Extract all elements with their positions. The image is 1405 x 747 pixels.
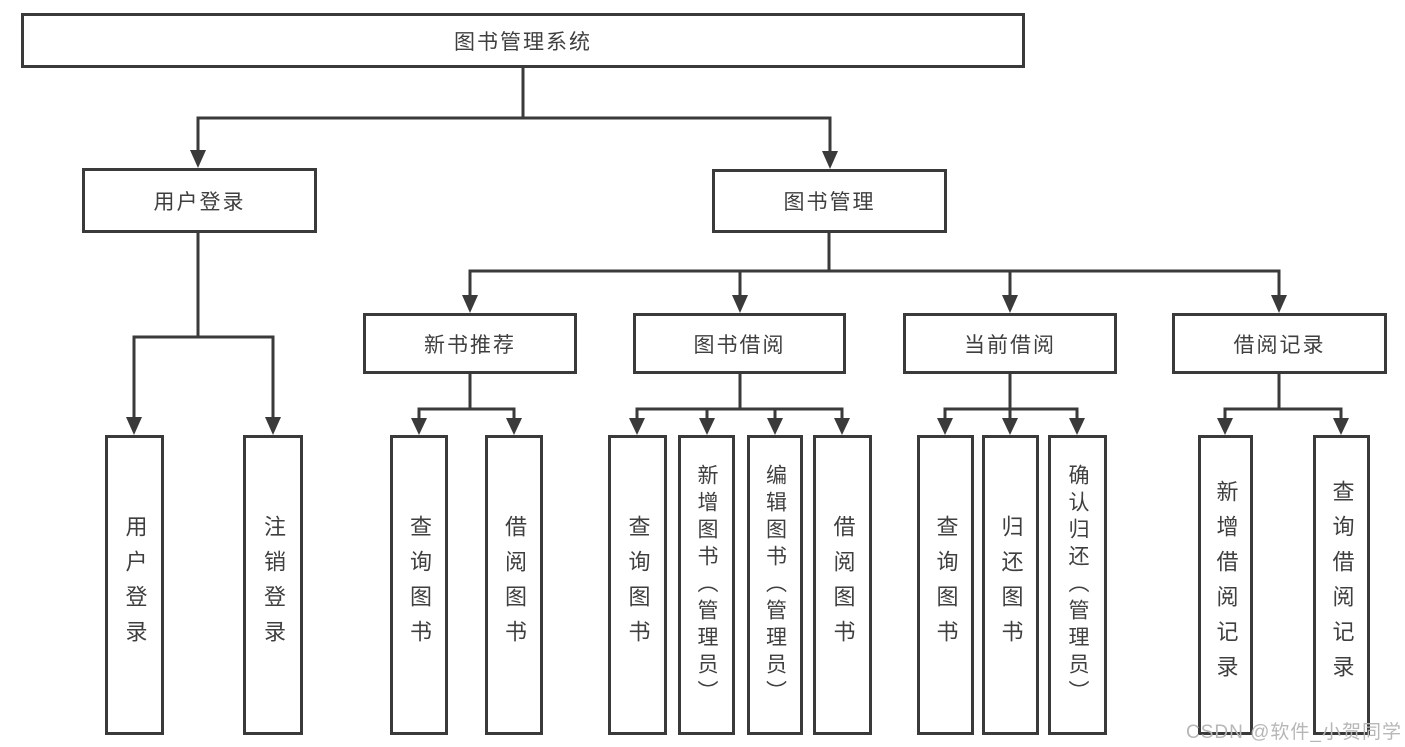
- node-book-management-branch: 图书管理: [712, 169, 947, 233]
- node-label: 注销登录: [261, 515, 286, 655]
- node-leaf-query-books-3: 查询图书: [917, 435, 974, 735]
- node-leaf-query-books-2: 查询图书: [608, 435, 667, 735]
- node-label: 新增借阅记录: [1213, 480, 1239, 690]
- node-leaf-confirm-return-admin: 确认归还（管理员）: [1048, 435, 1107, 735]
- node-label: 查询图书: [933, 515, 959, 655]
- node-leaf-query-borrow-record: 查询借阅记录: [1313, 435, 1370, 735]
- node-current-borrowing: 当前借阅: [903, 313, 1117, 374]
- node-new-book-recommendation: 新书推荐: [363, 313, 577, 374]
- node-label: 用户登录: [153, 190, 246, 214]
- node-leaf-query-books-1: 查询图书: [390, 435, 448, 735]
- node-borrowing-records: 借阅记录: [1172, 313, 1387, 374]
- node-leaf-add-borrow-record: 新增借阅记录: [1198, 435, 1253, 735]
- node-leaf-borrow-books-2: 借阅图书: [813, 435, 872, 735]
- node-library-management-system: 图书管理系统: [21, 13, 1025, 68]
- node-label: 当前借阅: [964, 333, 1056, 357]
- node-label: 确认归还（管理员）: [1066, 463, 1089, 707]
- node-leaf-return-books: 归还图书: [982, 435, 1039, 735]
- node-label: 用户登录: [122, 515, 148, 655]
- node-label: 归还图书: [998, 515, 1024, 655]
- node-label: 查询图书: [407, 515, 432, 655]
- node-leaf-borrow-books-1: 借阅图书: [485, 435, 543, 735]
- node-label: 图书管理: [783, 191, 876, 214]
- node-label: 编辑图书（管理员）: [763, 463, 787, 707]
- node-user-login-branch: 用户登录: [82, 168, 317, 233]
- node-label: 借阅图书: [502, 515, 527, 655]
- node-label: 查询借阅记录: [1329, 480, 1355, 690]
- node-label: 借阅图书: [830, 515, 856, 655]
- node-leaf-edit-books-admin: 编辑图书（管理员）: [747, 435, 803, 735]
- node-label: 查询图书: [625, 515, 651, 655]
- node-leaf-add-books-admin: 新增图书（管理员）: [678, 435, 735, 735]
- node-leaf-logout: 注销登录: [243, 435, 303, 735]
- node-label: 新增图书（管理员）: [695, 463, 718, 707]
- node-book-borrowing: 图书借阅: [633, 313, 846, 374]
- csdn-watermark: CSDN @软件_小贺同学: [1186, 722, 1402, 743]
- node-label: 新书推荐: [424, 333, 516, 357]
- node-leaf-user-login: 用户登录: [105, 435, 164, 735]
- node-label: 借阅记录: [1233, 333, 1326, 357]
- node-label: 图书借阅: [693, 333, 786, 357]
- node-label: 图书管理系统: [454, 30, 592, 54]
